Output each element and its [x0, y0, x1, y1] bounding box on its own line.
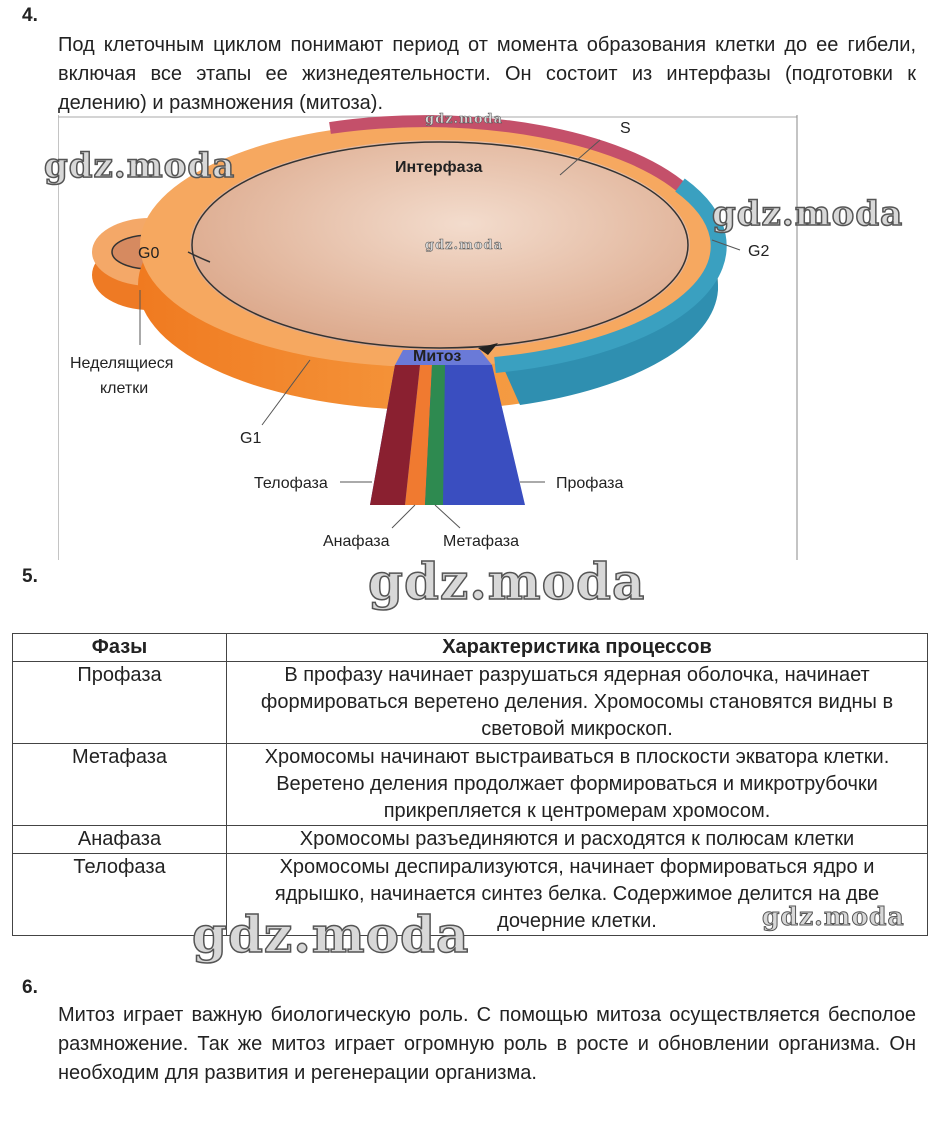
label-nondividing-1: Неделящиеся [70, 355, 173, 372]
answer-6-text: Митоз играет важную биологическую роль. … [58, 1004, 916, 1084]
watermark: gdz.moda [367, 551, 646, 612]
watermark: gdz.moda [762, 902, 905, 932]
cycle-arrow-icon [478, 343, 498, 355]
label-telophase: Телофаза [254, 475, 328, 492]
header-phases: Фазы [12, 633, 227, 662]
label-g0: G0 [138, 245, 159, 262]
table-header-row: Фазы Характеристика процессов [12, 633, 928, 662]
label-s: S [620, 120, 631, 137]
watermark: gdz.moda [425, 112, 504, 128]
label-metaphase: Метафаза [443, 533, 519, 550]
table-row: Профаза В профазу начинает разрушаться я… [12, 661, 928, 744]
label-mitosis: Митоз [413, 348, 461, 365]
table-row: Телофаза Хромосомы деспирализуются, начи… [12, 853, 928, 936]
label-interphase: Интерфаза [395, 159, 483, 176]
label-g1: G1 [240, 430, 261, 447]
g2-band [494, 178, 727, 373]
description-cell: В профазу начинает разрушаться ядерная о… [226, 661, 928, 744]
label-nondividing-2: клетки [100, 380, 148, 397]
description-cell: Хромосомы начинают выстраиваться в плоск… [226, 743, 928, 826]
phase-cell: Профаза [12, 661, 227, 744]
label-anaphase: Анафаза [323, 533, 390, 550]
watermark: gdz.moda [43, 145, 236, 187]
interphase-basin [190, 140, 690, 350]
label-prophase: Профаза [556, 475, 624, 492]
watermark: gdz.moda [711, 193, 904, 235]
mitosis-phases-table: Фазы Характеристика процессов Профаза В … [12, 633, 928, 936]
description-cell: Хромосомы разъединяются и расходятся к п… [226, 825, 928, 854]
description-cell: Хромосомы деспирализуются, начинает форм… [226, 853, 928, 936]
header-characteristics: Характеристика процессов [226, 633, 928, 662]
question-number-6: 6. [22, 977, 38, 998]
label-g2: G2 [748, 243, 769, 260]
phase-cell: Телофаза [12, 853, 227, 936]
answer-4-text: Под клеточным циклом понимают период от … [58, 34, 916, 114]
watermark: gdz.moda [425, 238, 504, 254]
phase-cell: Метафаза [12, 743, 227, 826]
phase-cell: Анафаза [12, 825, 227, 854]
table-row: Анафаза Хромосомы разъединяются и расход… [12, 825, 928, 854]
s-phase-band [329, 115, 695, 200]
watermark: gdz.moda [191, 904, 470, 965]
question-number-5: 5. [22, 566, 38, 587]
question-number-4: 4. [22, 5, 38, 26]
table-row: Метафаза Хромосомы начинают выстраиватьс… [12, 743, 928, 826]
cell-cycle-diagram: S Интерфаза G2 G0 Митоз Неделящиеся клет… [58, 115, 798, 560]
